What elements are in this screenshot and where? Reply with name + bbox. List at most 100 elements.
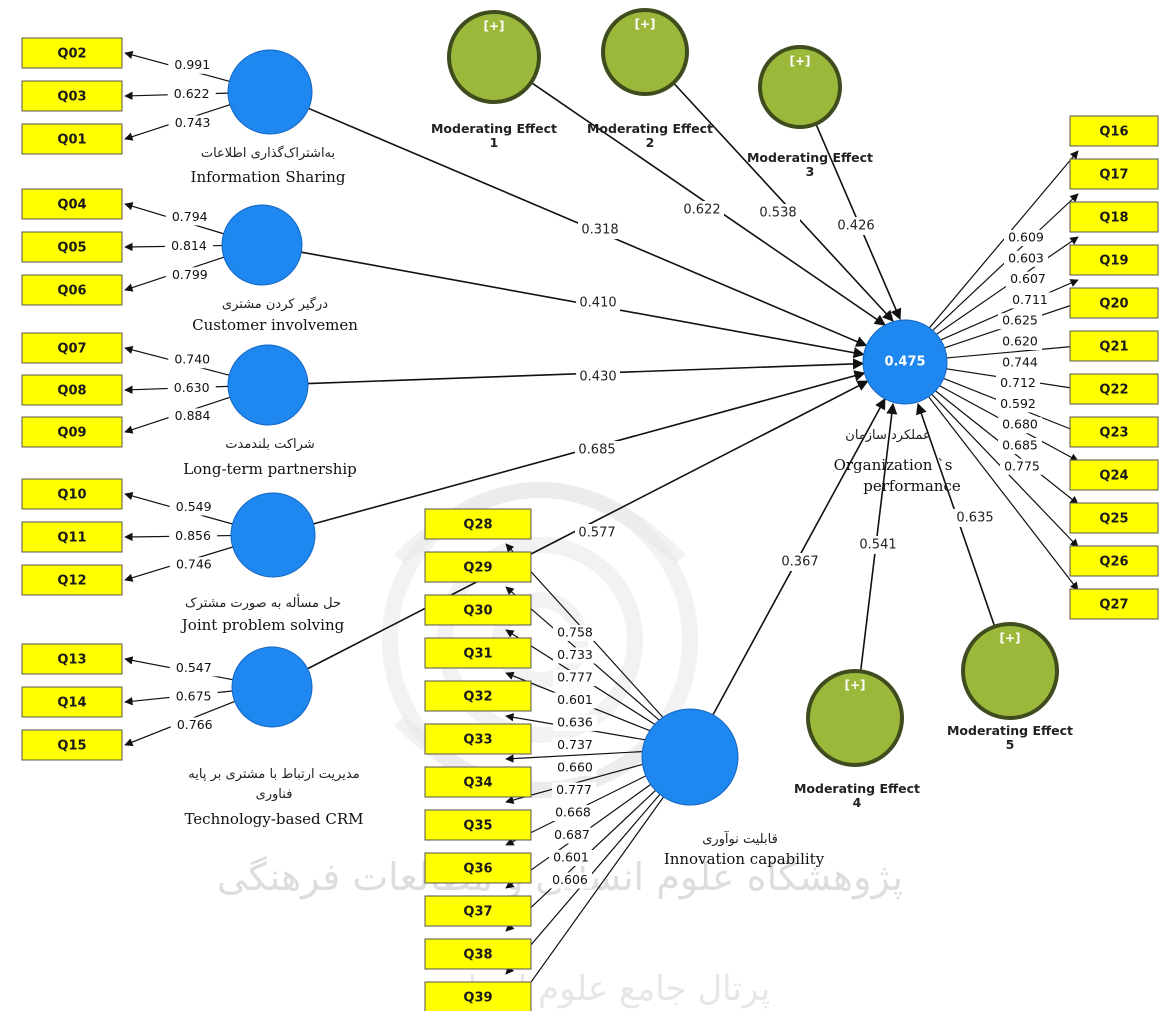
- indicator-label: Q23: [1099, 426, 1128, 441]
- indicator-box: [21, 188, 123, 220]
- loading-bg: [1008, 292, 1052, 309]
- loading-value: 0.620: [1002, 334, 1038, 349]
- loading-value: 0.884: [175, 408, 211, 423]
- loading-value: 0.740: [174, 352, 210, 367]
- loading-bg: [167, 380, 216, 397]
- indicator-q21: Q21: [1069, 330, 1159, 362]
- indicator-label: Q06: [57, 284, 86, 299]
- indicator-box: [1069, 588, 1159, 620]
- loading-value: 0.547: [176, 660, 212, 675]
- indicator-label: Q19: [1099, 254, 1128, 269]
- indicator-q06: Q06: [21, 274, 123, 306]
- indicator-label: Q05: [57, 241, 86, 256]
- path-coef-bg: [578, 221, 622, 239]
- loading-bg: [169, 557, 218, 574]
- loading-bg: [998, 354, 1042, 371]
- indicator-q34: Q34: [424, 766, 532, 798]
- indicator-box: [1069, 416, 1159, 448]
- loading-bg: [169, 528, 218, 545]
- path-coefficient: 0.577: [578, 526, 615, 541]
- indicator-label: Q30: [463, 604, 492, 619]
- loading-bg: [165, 209, 214, 226]
- moderating-effect-label: Moderating Effect: [794, 781, 920, 796]
- latent-performance: [862, 319, 948, 405]
- loading-value: 0.549: [176, 499, 212, 514]
- loading-bg: [553, 625, 597, 641]
- construct-name-en: Technology-based CRM: [184, 810, 363, 828]
- indicator-q17: Q17: [1069, 158, 1159, 190]
- loading-arrow: [946, 342, 1079, 359]
- moderating-effect-label: Moderating Effect: [431, 121, 557, 136]
- indicator-q20: Q20: [1069, 287, 1159, 319]
- indicator-q30: Q30: [424, 594, 532, 626]
- loading-value: 0.607: [1010, 271, 1046, 286]
- indicator-box: [21, 274, 123, 306]
- indicator-q19: Q19: [1069, 244, 1159, 276]
- expand-icon: [+]: [634, 17, 655, 31]
- loading-value: 0.687: [554, 827, 590, 842]
- indicator-box: [1069, 244, 1159, 276]
- indicator-box: [21, 123, 123, 155]
- construct-name-fa: حل مسأله به صورت مشترک: [185, 593, 341, 611]
- indicator-q01: Q01: [21, 123, 123, 155]
- path-coefficient: 0.685: [578, 443, 615, 458]
- loading-value: 0.746: [176, 557, 212, 572]
- loading-bg: [553, 670, 597, 686]
- indicator-box: [424, 852, 532, 884]
- loading-arrow: [940, 279, 1079, 341]
- moderating-effect-number: 4: [853, 795, 862, 810]
- indicator-box: [1069, 115, 1159, 147]
- loading-bg: [1006, 271, 1050, 288]
- indicator-q07: Q07: [21, 332, 123, 364]
- construct-name-fa: فناوری: [256, 787, 293, 802]
- indicator-label: Q25: [1099, 512, 1128, 527]
- path-coef-bg: [576, 368, 620, 386]
- loading-arrow: [928, 150, 1079, 329]
- loading-bg: [998, 334, 1042, 350]
- loading-bg: [1004, 250, 1048, 267]
- construct-name-fa: به‌اشتراک‌گذاری اطلاعات: [201, 145, 335, 161]
- construct-name-en: Organization `s: [834, 456, 953, 474]
- construct-name-en: Information Sharing: [191, 168, 346, 186]
- loading-bg: [170, 717, 219, 734]
- indicator-q32: Q32: [424, 680, 532, 712]
- construct-name-en: Customer involvemen: [192, 316, 358, 334]
- indicator-q25: Q25: [1069, 502, 1159, 534]
- loading-bg: [552, 782, 596, 799]
- construct-name-fa: عملکرد سازمان: [845, 428, 930, 443]
- construct-name-en: Innovation capability: [664, 850, 825, 868]
- indicator-label: Q03: [57, 90, 86, 105]
- indicator-box: [1069, 287, 1159, 319]
- loading-bg: [1000, 458, 1044, 475]
- indicator-q37: Q37: [424, 895, 532, 927]
- loading-bg: [998, 313, 1042, 330]
- moderating-effect-4-node: [806, 669, 904, 767]
- construct-name-en: performance: [863, 477, 961, 495]
- indicator-box: [21, 478, 123, 510]
- loading-bg: [1004, 230, 1048, 246]
- indicator-box: [21, 521, 123, 553]
- indicator-box: [1069, 502, 1159, 534]
- indicator-q38: Q38: [424, 938, 532, 970]
- indicator-label: Q10: [57, 488, 86, 503]
- indicator-box: [1069, 158, 1159, 190]
- indicator-box: [21, 686, 123, 718]
- loading-bg: [169, 660, 218, 677]
- indicator-box: [424, 508, 532, 540]
- indicator-box: [1069, 373, 1159, 405]
- loading-bg: [553, 647, 597, 664]
- indicator-label: Q21: [1099, 340, 1128, 355]
- loading-value: 0.777: [556, 782, 592, 797]
- loading-value: 0.625: [1002, 313, 1038, 328]
- loading-value: 0.766: [177, 717, 213, 732]
- indicator-label: Q33: [463, 733, 492, 748]
- loading-bg: [548, 872, 592, 889]
- indicator-label: Q22: [1099, 383, 1128, 398]
- indicator-box: [424, 594, 532, 626]
- indicator-box: [21, 80, 123, 112]
- indicator-label: Q38: [463, 948, 492, 963]
- indicator-label: Q07: [57, 342, 86, 357]
- indicator-label: Q36: [463, 862, 492, 877]
- loading-bg: [553, 715, 597, 731]
- loading-value: 0.660: [557, 760, 593, 775]
